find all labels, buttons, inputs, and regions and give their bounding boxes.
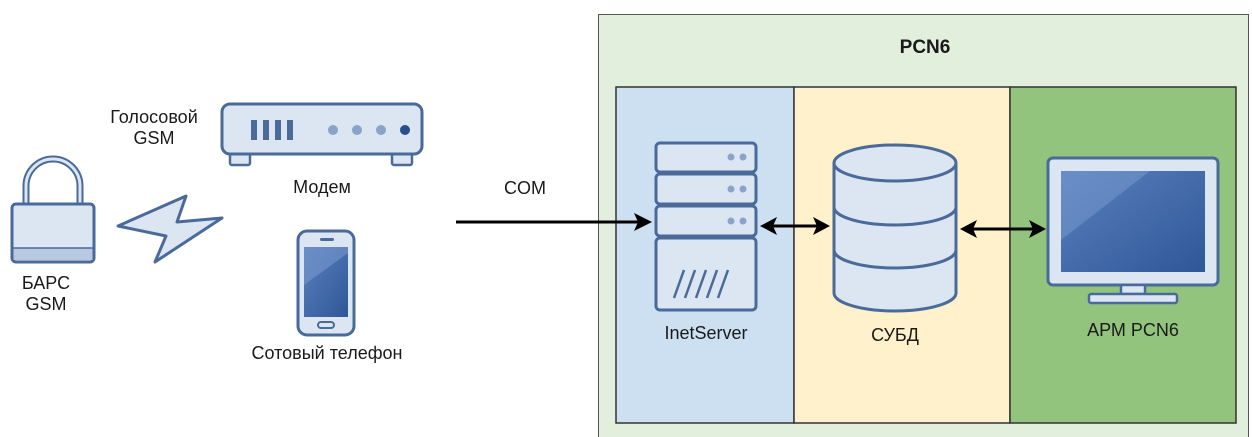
cellphone-label: Сотовый телефон <box>251 343 403 363</box>
modem-icon <box>220 102 424 167</box>
db-workstation-arrow <box>960 220 1046 238</box>
voice-gsm-label: Голосовой GSM <box>104 107 204 149</box>
voice-gsm-line1: Голосовой <box>110 107 198 127</box>
bars-gsm-label: БАРС GSM <box>8 273 84 315</box>
voice-gsm-line2: GSM <box>133 128 175 148</box>
workstation-label: АРМ PCN6 <box>1087 320 1179 340</box>
bars-line2: GSM <box>25 294 67 314</box>
modem-label: Модем <box>293 177 351 197</box>
lock-icon <box>10 155 96 264</box>
dbms-label: СУБД <box>871 325 919 345</box>
wireless-signal-icon <box>116 194 224 264</box>
database-icon <box>832 143 958 313</box>
bars-line1: БАРС <box>21 273 71 293</box>
server-icon <box>654 141 758 312</box>
cellphone-icon <box>296 229 356 337</box>
com-connection-arrow <box>456 213 652 231</box>
monitor-icon <box>1046 156 1220 305</box>
server-db-arrow <box>760 217 830 235</box>
system-title: PCN6 <box>899 37 951 58</box>
com-label: COM <box>504 178 546 198</box>
inetserver-label: InetServer <box>664 323 748 343</box>
